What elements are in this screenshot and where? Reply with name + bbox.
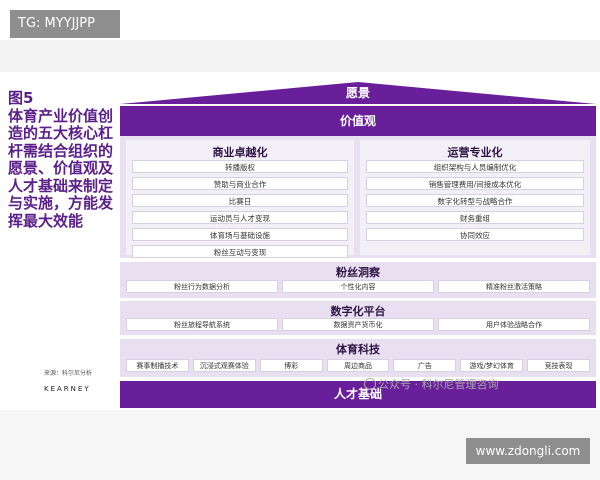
pillar-commercial-item: 运动员与人才变现	[132, 211, 348, 224]
pillar-commercial-title: 商业卓越化	[212, 146, 268, 159]
pillar-operations: 运营专业化 组织架构与人员编制优化销售管理费用/间接成本优化数字化转型与战略合作…	[360, 140, 590, 255]
pillar-operations-item: 数字化转型与战略合作	[366, 194, 584, 207]
pillar-operations-item: 组织架构与人员编制优化	[366, 160, 584, 173]
fan-insight-title: 粉丝洞察	[336, 266, 380, 279]
source-note: 来源：科尔尼分析	[44, 370, 93, 377]
top-left-watermark-badge: TG: MYYJJPP	[10, 10, 120, 38]
pillar-operations-item: 协同效应	[366, 228, 584, 241]
fan-insight-item: 粉丝行为数据分析	[126, 280, 278, 293]
sports-tech-item: 周边商品	[326, 359, 390, 372]
figure-number: 图5	[8, 89, 34, 107]
sports-tech-title: 体育科技	[336, 343, 380, 356]
fan-insight-item: 精准粉丝激活策略	[438, 280, 590, 293]
digital-item: 用户体验战略合作	[438, 318, 590, 331]
sports-tech-item: 沉浸式观赛体验	[192, 359, 256, 372]
pillar-operations-item: 财务重组	[366, 211, 584, 224]
top-band	[0, 40, 600, 72]
pillar-commercial-item: 转播版权	[132, 160, 348, 173]
sports-tech-item: 广告	[393, 359, 457, 372]
pillar-commercial-item: 比赛日	[132, 194, 348, 207]
sports-tech-item: 赛事制播技术	[126, 359, 189, 372]
pillar-operations-title: 运营专业化	[447, 146, 503, 159]
values-band: 价值观	[120, 106, 596, 136]
talent-foundation-band: 人才基础	[120, 381, 596, 408]
digital-title: 数字化平台	[330, 305, 386, 318]
digital-section: 数字化平台 粉丝旅程导航系统数据资产货币化用户体验战略合作	[120, 301, 596, 335]
bottom-right-watermark-badge: www.zdongli.com	[466, 438, 590, 464]
vision-label: 愿景	[345, 86, 370, 100]
figure-caption: 体育产业价值创造的五大核心杠杆需结合组织的愿景、价值观及人才基础来制定与实施，方…	[8, 106, 114, 230]
pillar-commercial-item: 体育场与基础设施	[132, 228, 348, 241]
sports-tech-section: 体育科技 赛事制播技术沉浸式观赛体验博彩周边商品广告游戏/梦幻体育竞技表现	[120, 339, 596, 377]
digital-item: 数据资产货币化	[282, 318, 434, 331]
pillar-operations-item: 销售管理费用/间接成本优化	[366, 177, 584, 190]
digital-item: 粉丝旅程导航系统	[126, 318, 278, 331]
sports-tech-item: 游戏/梦幻体育	[460, 359, 524, 372]
roof-shape	[120, 82, 596, 104]
sports-tech-item: 竞技表现	[527, 359, 590, 372]
brand-logo-text: KEARNEY	[44, 385, 91, 393]
fan-insight-item: 个性化内容	[282, 280, 434, 293]
pillar-commercial-item: 赞助与商业合作	[132, 177, 348, 190]
wechat-icon	[364, 378, 376, 390]
fan-insight-section: 粉丝洞察 粉丝行为数据分析个性化内容精准粉丝激活策略	[120, 262, 596, 298]
pillar-commercial: 商业卓越化 转播版权赞助与商业合作比赛日运动员与人才变现体育场与基础设施粉丝互动…	[126, 140, 354, 258]
sports-tech-item: 博彩	[259, 359, 323, 372]
wechat-watermark: 公众号 · 科尔尼管理咨询	[378, 378, 499, 391]
pillar-commercial-item: 粉丝互动与变现	[132, 245, 348, 258]
